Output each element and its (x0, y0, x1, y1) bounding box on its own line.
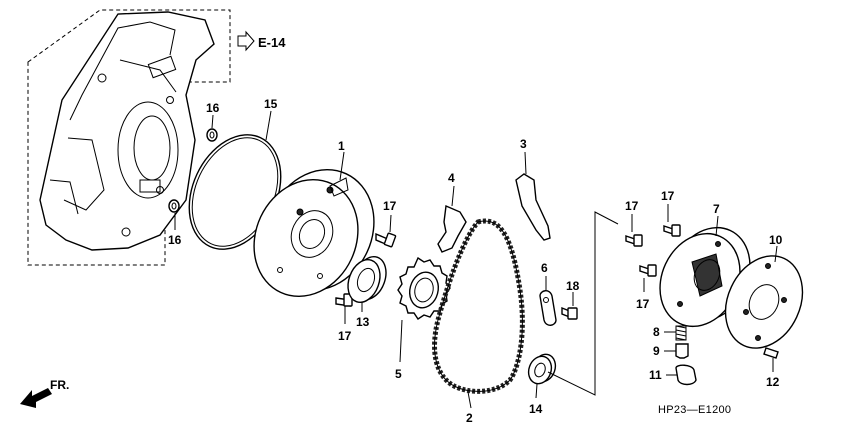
part-11-cap[interactable]: 11 (649, 364, 697, 386)
part-5-sprocket[interactable]: 5 (395, 256, 451, 381)
part-label-2: 2 (466, 411, 473, 425)
part-label-16: 16 (206, 101, 220, 115)
part-17-bolt-a[interactable]: 17 (375, 199, 397, 248)
part-label-3: 3 (520, 137, 527, 151)
part-label-17: 17 (625, 199, 639, 213)
crankcase-cover-group (27, 9, 231, 266)
part-18-bolt[interactable]: 18 (561, 279, 580, 320)
part-label-5: 5 (395, 367, 402, 381)
part-17-bolt-c[interactable]: 17 (625, 199, 643, 247)
part-17-bolt-e[interactable]: 17 (636, 264, 657, 311)
part-label-13: 13 (356, 315, 370, 329)
front-direction-indicator: FR. (20, 378, 69, 408)
part-label-14: 14 (529, 402, 543, 416)
part-label-17: 17 (661, 189, 675, 203)
part-16-bottom[interactable]: 16 (168, 199, 182, 247)
part-label-8: 8 (653, 325, 660, 339)
part-label-17: 17 (636, 297, 650, 311)
part-3-tensioner-slipper[interactable]: 3 (515, 137, 551, 241)
part-label-11: 11 (649, 368, 662, 382)
part-label-18: 18 (566, 279, 580, 293)
part-label-12: 12 (766, 375, 780, 389)
part-label-10: 10 (769, 233, 783, 247)
part-label-9: 9 (653, 344, 660, 358)
part-2-drive-chain[interactable]: 2 (432, 218, 525, 425)
part-10-pump-cover[interactable]: 10 (711, 233, 817, 361)
part-13-oil-seal[interactable]: 13 (342, 252, 391, 329)
assembly-leader-line (547, 211, 619, 396)
part-label-17: 17 (383, 199, 397, 213)
part-6-tensioner-plate[interactable]: 6 (539, 261, 557, 326)
part-label-7: 7 (713, 202, 720, 216)
part-17-bolt-b[interactable]: 17 (335, 293, 353, 343)
part-17-bolt-d[interactable]: 17 (661, 189, 681, 237)
part-label-6: 6 (541, 261, 548, 275)
part-12-dowel-pin[interactable]: 12 (763, 347, 780, 389)
part-8-spring[interactable]: 8 (653, 325, 687, 341)
part-label-15: 15 (264, 97, 278, 111)
part-16-top[interactable]: 16 (206, 101, 220, 142)
part-label-1: 1 (338, 139, 345, 153)
reference-e14[interactable]: E-14 (237, 30, 286, 52)
part-label-4: 4 (448, 171, 455, 185)
part-9-plunger[interactable]: 9 (653, 343, 689, 359)
part-label-17: 17 (338, 329, 352, 343)
part-1-pump-housing[interactable]: 1 (235, 139, 393, 314)
part-4-chain-guide[interactable]: 4 (437, 171, 467, 253)
part-14-oil-seal[interactable]: 14 (525, 351, 559, 416)
front-arrow-icon (20, 388, 52, 408)
part-label-16: 16 (168, 233, 182, 247)
diagram-code: HP23—E1200 (658, 404, 731, 416)
reference-label: E-14 (258, 35, 286, 50)
front-label: FR. (50, 378, 69, 392)
